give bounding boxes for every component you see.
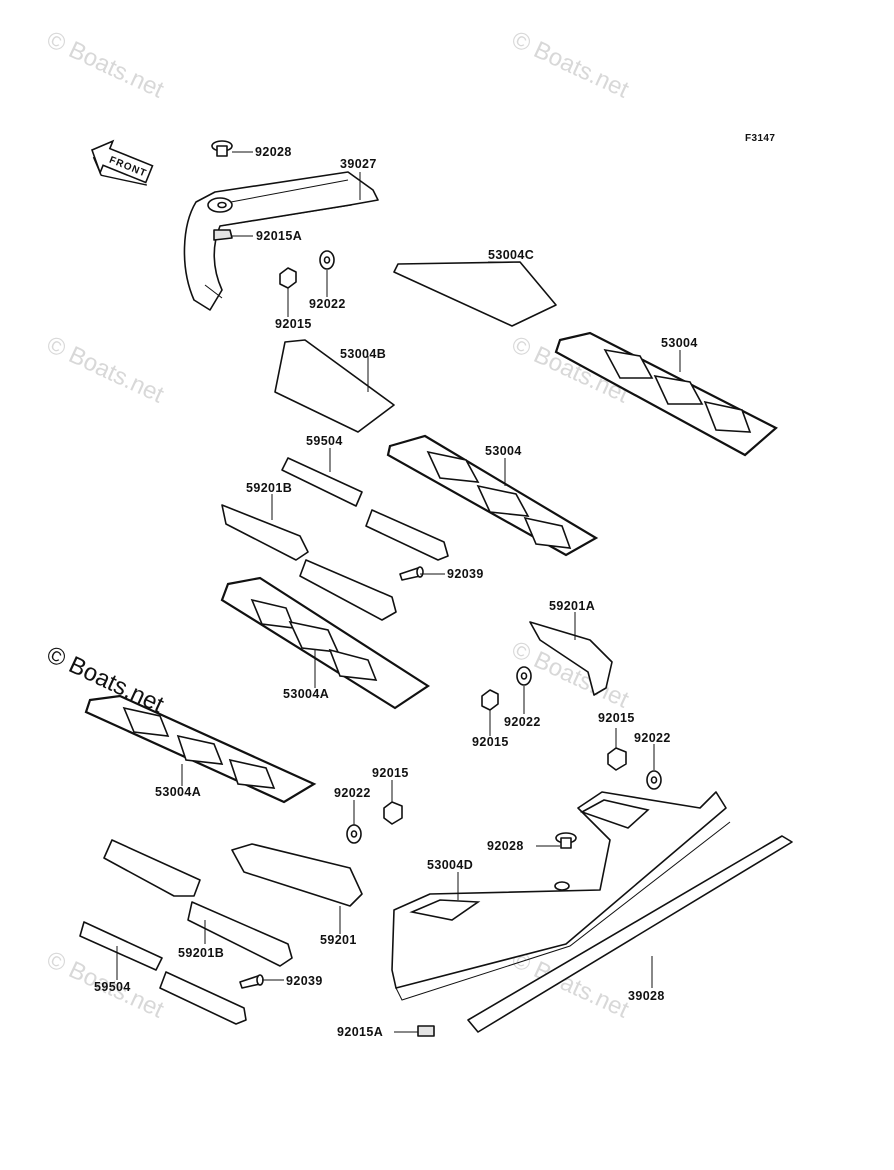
step-59201B-bottom — [187, 901, 293, 967]
label-92015-mid: 92015 — [472, 735, 509, 749]
washer-92022-top — [319, 250, 335, 270]
label-92022-right: 92022 — [634, 731, 671, 745]
label-53004-right: 53004 — [661, 336, 698, 350]
pad-53004-right — [554, 331, 778, 457]
label-92015-right: 92015 — [598, 711, 635, 725]
leader-lines — [116, 151, 681, 1033]
step-59201B-mid — [299, 559, 397, 621]
label-92015A-top: 92015A — [256, 229, 302, 243]
step-cover-left — [103, 839, 201, 897]
label-59201: 59201 — [320, 933, 357, 947]
step-59201B-top — [221, 504, 309, 561]
label-92022-lower: 92022 — [334, 786, 371, 800]
label-92022-mid: 92022 — [504, 715, 541, 729]
rail-39028 — [467, 835, 793, 1033]
nut-92015-top — [279, 267, 297, 289]
watermark-7: © Boats.net — [507, 946, 633, 1024]
step-59201A — [529, 621, 613, 696]
strip-59504-bottom — [79, 921, 163, 971]
label-92028-top: 92028 — [255, 145, 292, 159]
tube-bottom — [159, 971, 247, 1025]
label-92015A-bottom: 92015A — [337, 1025, 383, 1039]
step-59201 — [231, 843, 363, 907]
watermark-2: © Boats.net — [507, 26, 633, 104]
pad-53004C — [393, 261, 557, 327]
label-53004-mid: 53004 — [485, 444, 522, 458]
label-92015-lower: 92015 — [372, 766, 409, 780]
label-39027: 39027 — [340, 157, 377, 171]
label-53004C: 53004C — [488, 248, 534, 262]
deck-53004D — [391, 791, 731, 1001]
washer-92022-lower — [346, 824, 362, 844]
label-59201B-bottom: 59201B — [178, 946, 224, 960]
watermark-3: © Boats.net — [42, 331, 168, 409]
label-59201A: 59201A — [549, 599, 595, 613]
nut-92015A-bottom — [417, 1025, 435, 1037]
nut-92015-mid — [481, 689, 499, 711]
label-53004B: 53004B — [340, 347, 386, 361]
bolt-92028-top — [211, 140, 233, 157]
label-39028: 39028 — [628, 989, 665, 1003]
strip-59504-top — [281, 457, 363, 507]
bolt-92028-lower — [555, 832, 577, 849]
front-arrow-icon: FRONT — [90, 139, 154, 186]
rivet-92039-top — [399, 566, 424, 581]
nut-92015A-top — [213, 229, 233, 241]
label-59504-top: 59504 — [306, 434, 343, 448]
pad-53004-mid — [386, 434, 599, 557]
tube — [365, 509, 449, 561]
nut-92015-right — [607, 747, 627, 771]
label-92015-top: 92015 — [275, 317, 312, 331]
washer-92022-right — [646, 770, 662, 790]
label-53004D: 53004D — [427, 858, 473, 872]
label-92039-bottom: 92039 — [286, 974, 323, 988]
label-59504-bottom: 59504 — [94, 980, 131, 994]
pad-53004A-left — [84, 694, 317, 804]
washer-92022-mid — [516, 666, 532, 686]
nut-92015-lower — [383, 801, 403, 825]
label-92022-top: 92022 — [309, 297, 346, 311]
part-labels: 92028 39027 92015A 92022 92015 53004C 53… — [94, 145, 698, 1039]
label-92028-lower: 92028 — [487, 839, 524, 853]
label-59201B-top: 59201B — [246, 481, 292, 495]
handle-39027 — [183, 171, 379, 311]
diagram-code: F3147 — [745, 133, 775, 144]
pad-53004A-mid — [220, 576, 431, 710]
label-53004A-left: 53004A — [155, 785, 201, 799]
pad-53004B — [274, 339, 395, 433]
rivet-92039-bottom — [239, 974, 264, 989]
label-53004A-mid: 53004A — [283, 687, 329, 701]
label-92039-top: 92039 — [447, 567, 484, 581]
watermark-1: © Boats.net — [42, 26, 168, 104]
